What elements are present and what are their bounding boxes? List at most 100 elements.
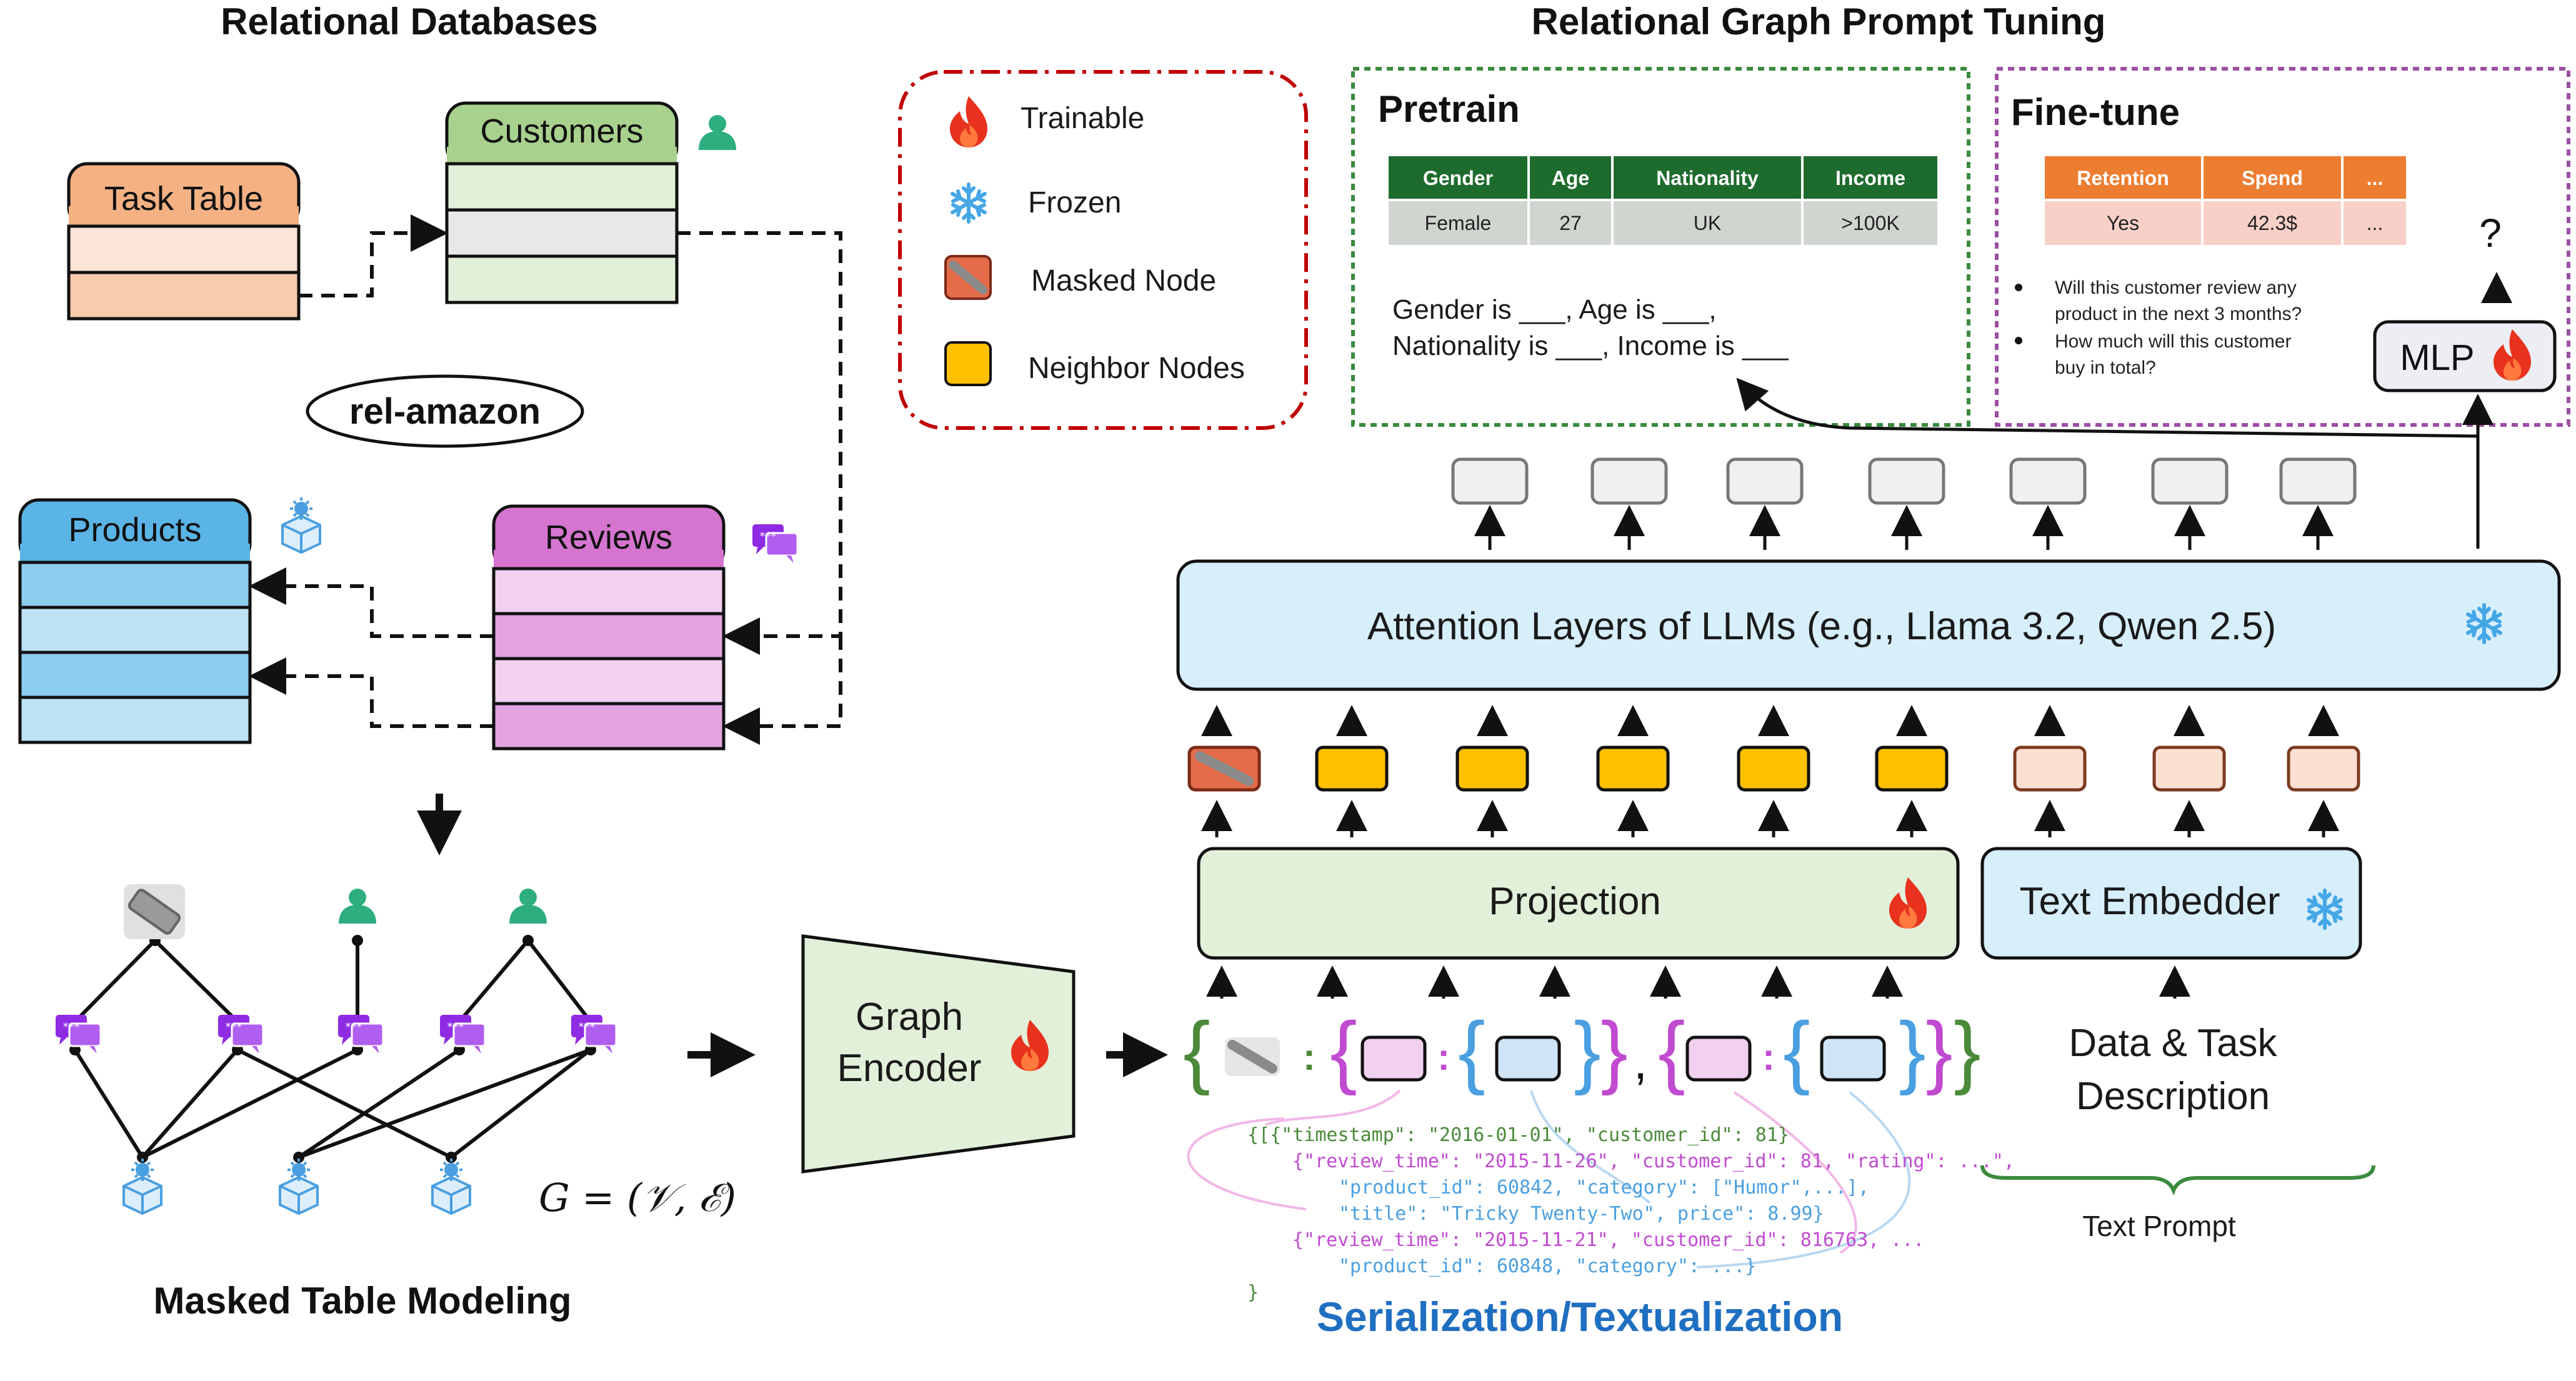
pretrain-cell: >100K — [1841, 212, 1899, 234]
serialized-json: {[{"timestamp": "2016-01-01", "customer_… — [1247, 1124, 2015, 1304]
finetune-question2-line1: How much will this customer — [2055, 331, 2291, 352]
data-task-line1: Data & Task — [2069, 1022, 2277, 1065]
pretrain-header: Age — [1552, 167, 1589, 189]
neighbor-token — [1455, 745, 1529, 792]
svg-text:}: } — [1925, 1005, 1952, 1096]
finetune-question1-line1: Will this customer review any — [2055, 277, 2297, 298]
customer-node-icon — [339, 889, 376, 924]
pretrain-cell: Female — [1425, 212, 1492, 234]
neighbor-token — [1596, 745, 1670, 792]
code-line: } — [1247, 1282, 1259, 1304]
output-token-row — [1451, 457, 2357, 505]
graph-encoder-line2: Encoder — [837, 1047, 982, 1090]
code-line: {"review_time": "2015-11-21", "customer_… — [1292, 1229, 1924, 1251]
finetune-question1-line2: product in the next 3 months? — [2055, 304, 2302, 324]
neighbor-token — [1737, 745, 1810, 792]
legend-neighbor: Neighbor Nodes — [1028, 352, 1245, 385]
text-embedder-label: Text Embedder — [2020, 880, 2280, 923]
finetune-header: Spend — [2242, 167, 2303, 189]
finetune-table: Retention Spend ... Yes 42.3$ ... — [2045, 156, 2406, 245]
llm-attention-layers: Attention Layers of LLMs (e.g., Llama 3.… — [1176, 559, 2561, 691]
pretrain-cell: UK — [1694, 212, 1721, 234]
text-embedder-module: Text Embedder — [1980, 847, 2362, 960]
svg-text::: : — [1437, 1036, 1450, 1078]
finetune-cell: 42.3$ — [2247, 212, 2297, 234]
projection-input-arrows — [1206, 965, 2190, 999]
text-token — [2152, 745, 2226, 792]
finetune-panel: Fine-tune Retention Spend ... Yes 42.3$ … — [1995, 67, 2570, 427]
prediction-question-mark: ? — [2479, 211, 2502, 256]
input-arrows-top — [1201, 705, 2339, 736]
code-line: {"review_time": "2015-11-26", "customer_… — [1292, 1150, 2015, 1172]
masked-token — [1187, 745, 1261, 792]
legend-frozen: Frozen — [1028, 186, 1121, 219]
text-prompt-label: Text Prompt — [2082, 1210, 2236, 1242]
svg-text:{: { — [1783, 1005, 1810, 1096]
svg-text:,: , — [1634, 1034, 1647, 1089]
masked-token — [1225, 1037, 1280, 1076]
finetune-question2-line2: buy in total? — [2055, 357, 2156, 378]
dataset-oval — [306, 374, 584, 448]
product-node-icon — [122, 1157, 162, 1215]
masked-node-icon — [124, 884, 185, 939]
svg-text:}: } — [1899, 1005, 1925, 1096]
projection-label: Projection — [1489, 880, 1661, 923]
input-arrows-bottom — [1201, 800, 2339, 837]
product-node-icon — [431, 1157, 471, 1215]
text-token — [2287, 745, 2360, 792]
code-line: {[{"timestamp": "2016-01-01", "customer_… — [1247, 1124, 1789, 1146]
legend-masked: Masked Node — [1031, 264, 1216, 297]
customer-user-icon — [699, 115, 736, 150]
svg-text::: : — [1762, 1036, 1775, 1078]
customer-node-icon — [509, 889, 547, 924]
dataset-name: rel-amazon — [349, 391, 541, 432]
svg-text::: : — [1303, 1036, 1315, 1078]
review-chat-icon — [751, 523, 799, 564]
code-line: "product_id": 60842, "category": ["Humor… — [1339, 1177, 1869, 1199]
right-section-title: Relational Graph Prompt Tuning — [1532, 1, 2106, 42]
graph-formula: G = (𝒱, ℰ) — [539, 1175, 736, 1220]
serialization-title: Serialization/Textualization — [1317, 1294, 1843, 1340]
input-token-row — [1187, 745, 2360, 792]
masked-node-legend-icon — [944, 255, 992, 300]
finetune-header: ... — [2367, 167, 2384, 189]
finetune-header: Retention — [2077, 167, 2169, 189]
projection-module: Projection — [1197, 847, 1960, 960]
pretrain-header: Gender — [1423, 167, 1493, 189]
attention-label: Attention Layers of LLMs (e.g., Llama 3.… — [1367, 605, 2276, 648]
code-line: "product_id": 60848, "category": ...} — [1339, 1255, 1756, 1277]
data-task-line2: Description — [2076, 1075, 2270, 1118]
pretrain-header: Income — [1835, 167, 1905, 189]
text-token — [2013, 745, 2087, 792]
customers-table-title: Customers — [480, 112, 643, 150]
product-node-icon — [279, 1157, 319, 1215]
masked-table-modeling-title: Masked Table Modeling — [154, 1280, 572, 1322]
mlp-label: MLP — [2400, 337, 2474, 378]
products-table-title: Products — [68, 511, 201, 549]
svg-text:{: { — [1458, 1005, 1485, 1096]
svg-text:{: { — [1658, 1005, 1685, 1096]
finetune-cell: ... — [2367, 212, 2384, 234]
graph-encoder-line1: Graph — [856, 995, 963, 1039]
customers-table: Customers — [445, 101, 679, 304]
pretrain-cell: 27 — [1559, 212, 1582, 234]
graph-encoder: Graph Encoder — [801, 934, 1076, 1174]
pretrain-header: Nationality — [1656, 167, 1759, 189]
code-line: "title": "Tricky Twenty-Two", price": 8.… — [1339, 1203, 1824, 1225]
svg-text:}: } — [1574, 1005, 1600, 1096]
masked-graph — [54, 884, 617, 1215]
svg-text:{: { — [1183, 1005, 1210, 1096]
finetune-cell: Yes — [2107, 212, 2139, 234]
left-section-title: Relational Databases — [221, 1, 598, 42]
legend-trainable: Trainable — [1021, 102, 1144, 135]
pretrain-prompt-line1: Gender is ___, Age is ___, — [1392, 294, 1717, 325]
task-table-title: Task Table — [104, 180, 263, 217]
serialized-graph-tokens: { : { : { } } , { : { } } } — [1183, 1005, 1980, 1096]
text-prompt-brace — [1980, 1165, 2375, 1196]
output-arrows — [1474, 377, 2494, 550]
pretrain-title: Pretrain — [1378, 88, 1520, 130]
finetune-title: Fine-tune — [2011, 91, 2180, 133]
svg-text:}: } — [1600, 1005, 1627, 1096]
reviews-table-title: Reviews — [545, 519, 672, 556]
